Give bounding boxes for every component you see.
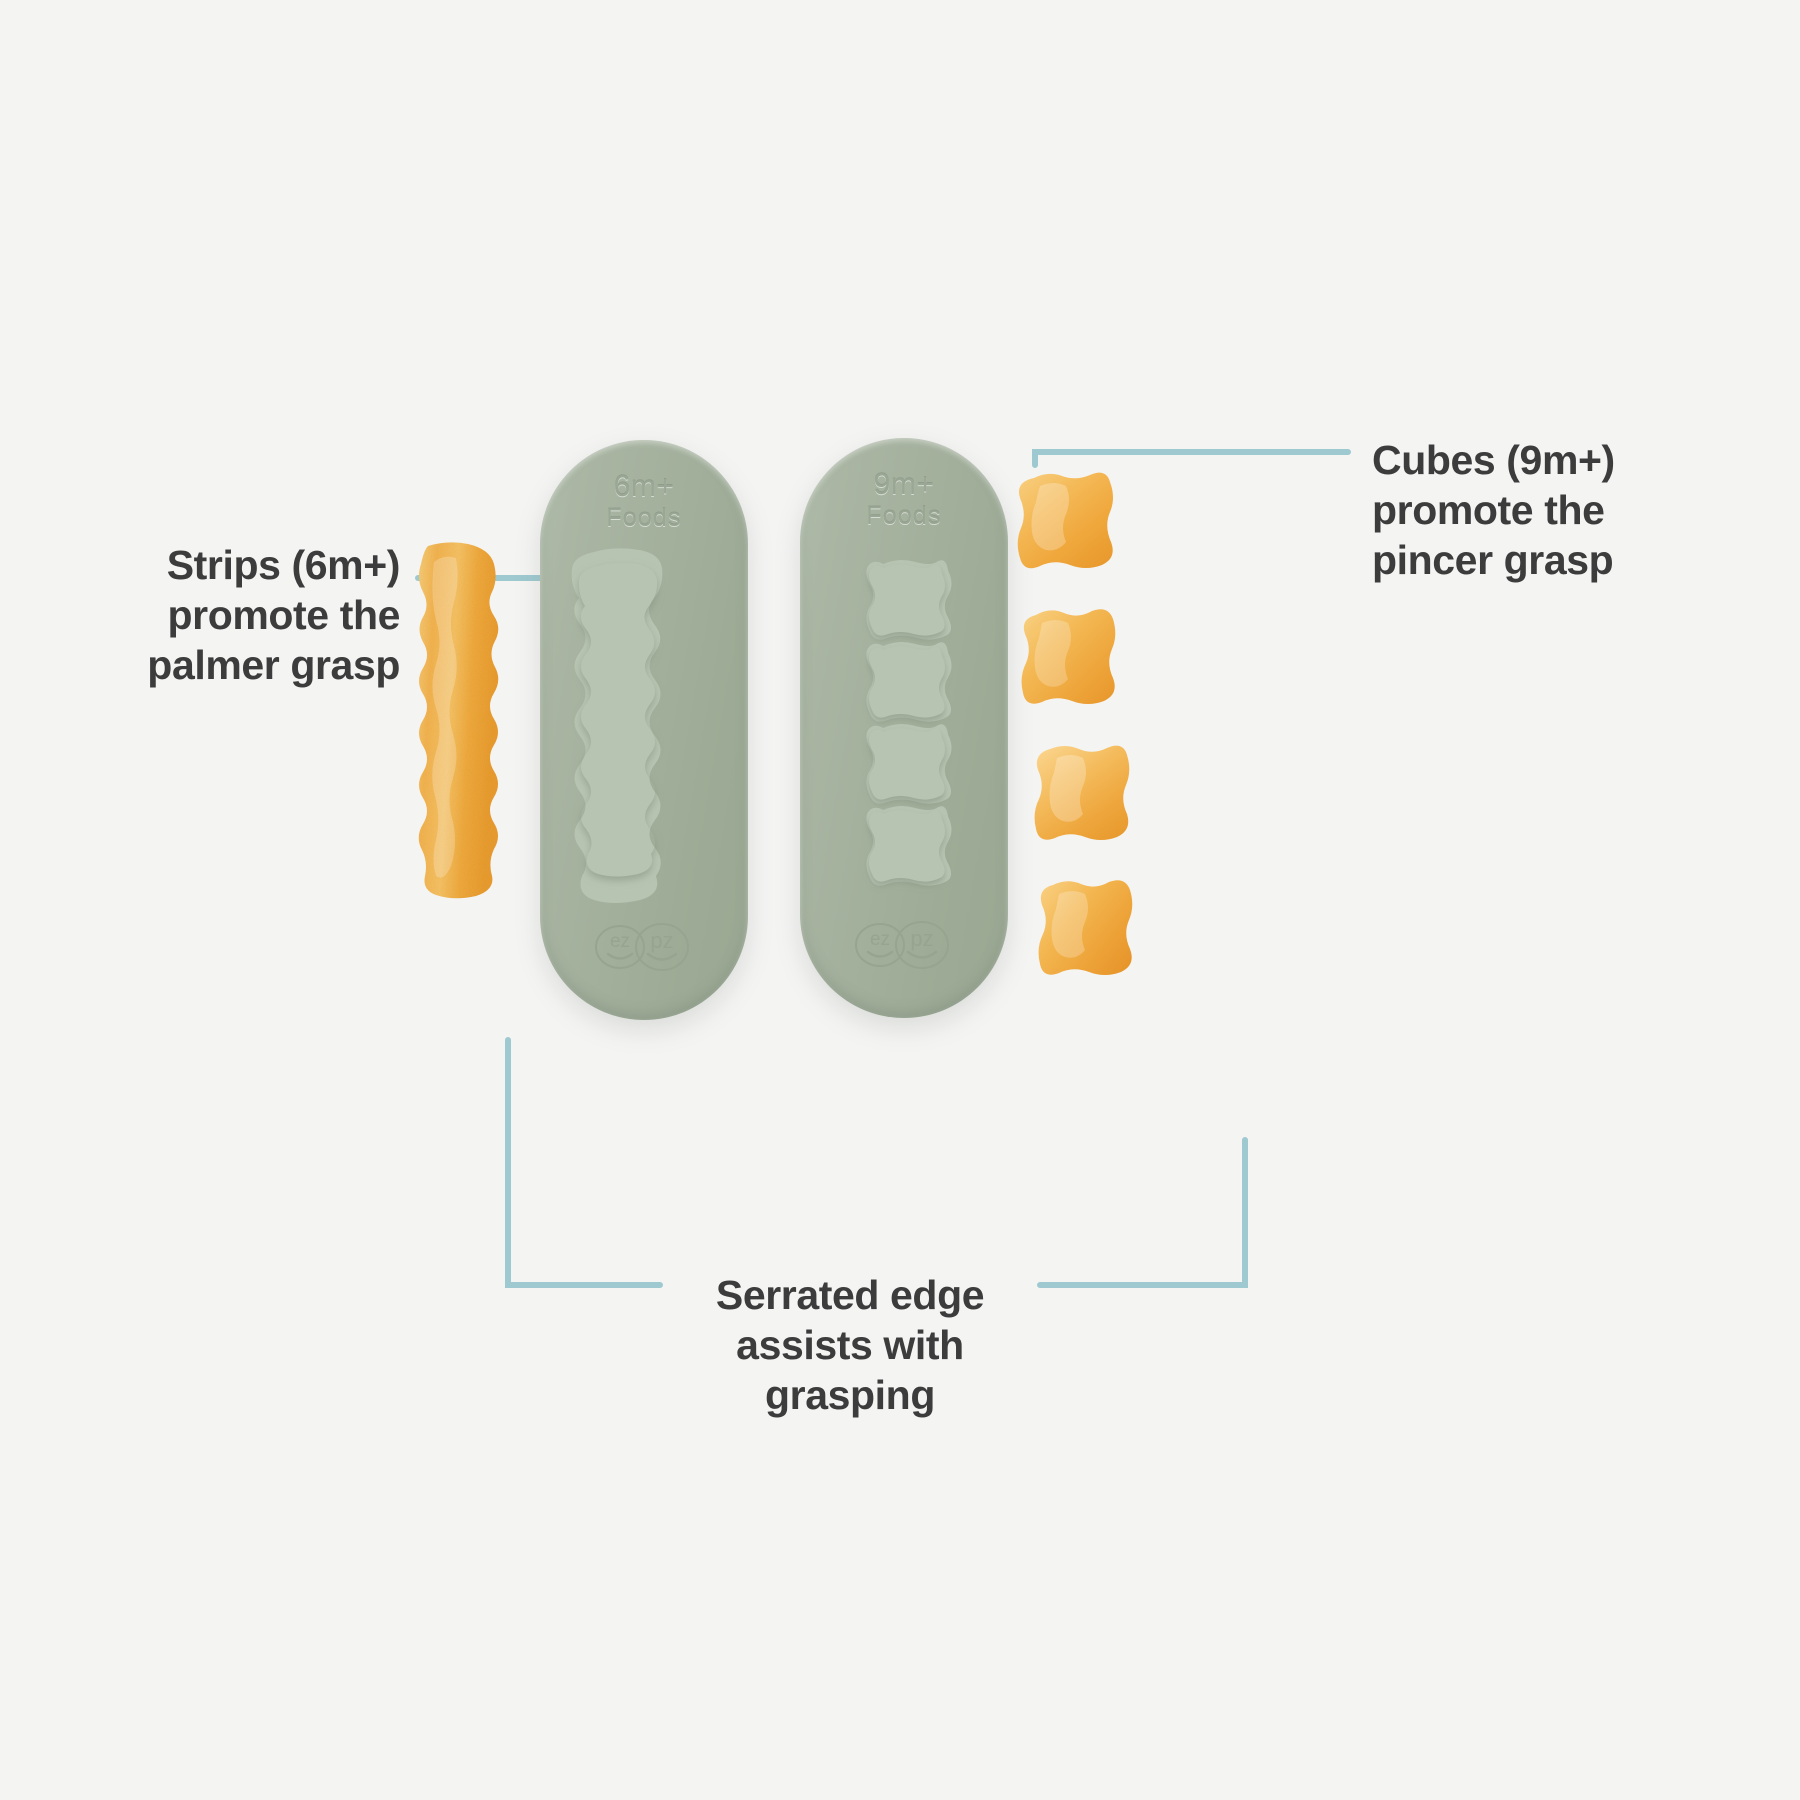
ezpz-text-pz: pz	[910, 926, 933, 951]
leader-line-cubes	[1032, 449, 1351, 468]
callout-strips-label: Strips (6m+) promote the palmer grasp	[147, 542, 400, 689]
cutter-9m-plus[interactable]: 9m+ Foods ez pz	[800, 438, 1008, 1018]
leader-line-serrated-right	[1037, 1137, 1248, 1288]
ezpz-logo-9m: ez pz	[800, 920, 1008, 970]
cutter-6m-age-label: 6m+	[613, 470, 675, 503]
cutter-6m-foods-label: Foods	[606, 504, 682, 532]
ezpz-text-ez: ez	[870, 929, 890, 950]
ezpz-text-ez: ez	[610, 931, 630, 952]
cutter-9m-age-label: 9m+	[873, 468, 935, 501]
ezpz-logo-6m: ez pz	[540, 922, 748, 972]
food-cube-sample	[1030, 742, 1140, 847]
callout-cubes-label: Cubes (9m+) promote the pincer grasp	[1372, 437, 1615, 584]
ezpz-text-pz: pz	[650, 928, 673, 953]
cutter-9m-foods-label: Foods	[866, 502, 942, 530]
leader-line-serrated-left	[505, 1037, 663, 1288]
food-cube-sample	[1018, 605, 1128, 710]
food-strip-sample	[398, 540, 522, 900]
food-cube-sample	[1014, 470, 1124, 575]
food-cube-sample	[1034, 876, 1144, 981]
cutter-6m-plus[interactable]: 6m+ Foods ez pz	[540, 440, 748, 1020]
callout-serrated-label: Serrated edge assists with grasping	[715, 1272, 985, 1419]
